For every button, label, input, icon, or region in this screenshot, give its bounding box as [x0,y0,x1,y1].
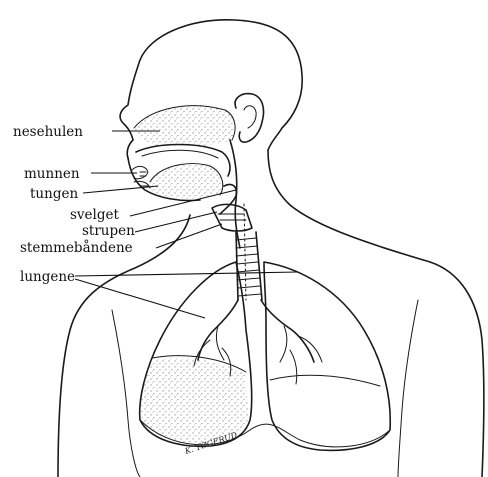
arm-right [398,300,418,477]
palate-inner [142,150,218,158]
label-stemmebandene: stemmebåndene [20,240,133,256]
label-strupen: strupen [82,223,135,239]
label-tungen: tungen [30,186,78,202]
lungs [140,262,391,450]
bronchi [198,300,314,362]
arm-left [112,310,140,477]
leader-strupen [135,212,217,232]
label-nesehulen: nesehulen [13,124,83,140]
ear [235,94,263,143]
neck-back [268,150,484,477]
label-munnen: munnen [24,166,80,182]
tongue [149,164,222,199]
label-svelget: svelget [70,207,119,223]
labels: nesehulen munnen tungen svelget strupen … [13,124,135,285]
label-lungene: lungene [20,269,75,285]
ear-inner [244,106,256,128]
trachea [236,232,262,300]
leader-lungene-left [75,279,205,318]
pharynx-wall [230,140,240,248]
esophagus [244,204,246,300]
leader-tungen [83,186,158,193]
nasal-cavity [134,106,235,147]
larynx [212,204,252,231]
leader-stemmebandene [156,224,222,248]
